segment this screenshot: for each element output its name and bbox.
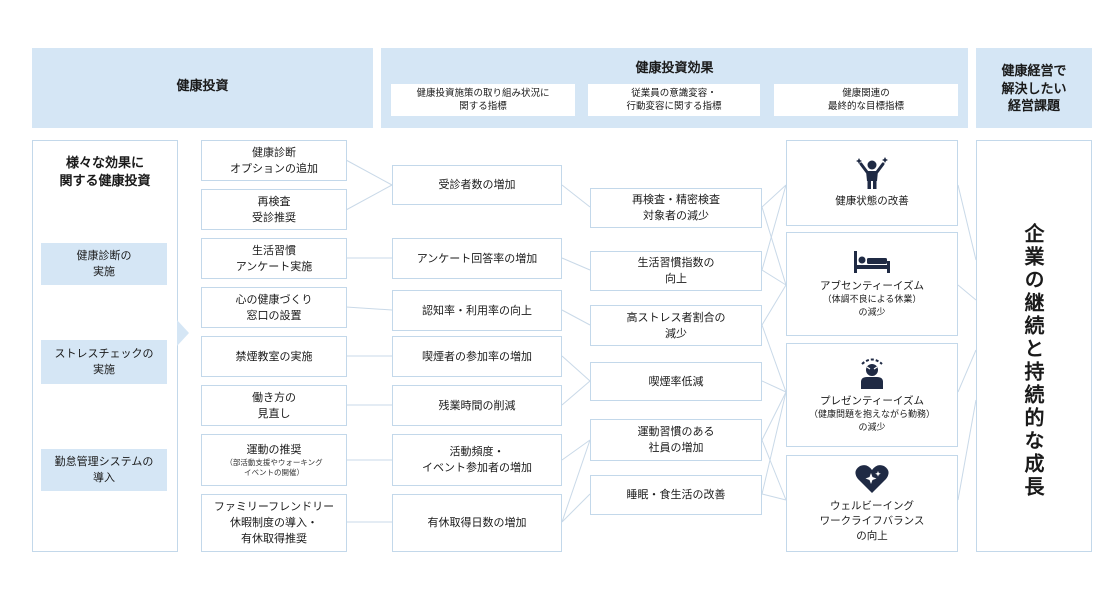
outcome-wellbeing: ウェルビーイング ワークライフバランス の向上 [786,455,958,552]
indicator-awareness-usage: 認知率・利用率の向上 [392,290,562,331]
indicator-activity-frequency: 活動頻度・ イベント参加者の増加 [392,434,562,486]
investment-panel: 様々な効果に 関する健康投資 健康診断の 実施 ストレスチェックの 実施 勤怠管… [32,140,178,552]
outcome-presenteeism: プレゼンティーイズム （健康問題を抱えながら勤務） の減少 [786,343,958,447]
initiative-exercise-label: 運動の推奨 [246,443,302,457]
subheader-final-goal-indicators: 健康関連の 最終的な目標指標 [774,84,958,116]
investment-panel-title: 様々な効果に 関する健康投資 [59,156,151,190]
indicator-checkup-count: 受診者数の増加 [392,165,562,205]
subheader-initiative-indicators: 健康投資施策の取り組み状況に 関する指標 [391,84,575,116]
indicator-overtime-reduction: 残業時間の削減 [392,385,562,426]
behavior-exercise-habit: 運動習慣のある 社員の増加 [590,419,762,461]
outcome-wellbeing-label: ウェルビーイング ワークライフバランス の向上 [819,499,925,543]
initiative-recheck-recommend: 再検査 受診推奨 [201,189,347,230]
outcome-absenteeism-note: （体調不良による休業） の減少 [822,295,922,318]
initiative-checkup-options: 健康診断 オプションの追加 [201,140,347,181]
indicator-paid-leave-days: 有休取得日数の増加 [392,494,562,552]
heart-sparkle-icon [855,464,889,493]
header-management-issue-title: 健康経営で 解決したい 経営課題 [1001,64,1067,115]
initiative-family-friendly-leave: ファミリーフレンドリー 休暇制度の導入・ 有休取得推奨 [201,494,347,552]
initiative-smoking-class: 禁煙教室の実施 [201,336,347,377]
header-health-investment: 健康投資 [32,48,373,128]
outcome-presenteeism-label: プレゼンティーイズム [819,394,925,407]
behavior-recheck-targets: 再検査・精密検査 対象者の減少 [590,188,762,228]
initiative-exercise-note: （部活動支援やウォーキング イベントの開催） [225,458,323,477]
initiative-mental-health-desk: 心の健康づくり 窓口の設置 [201,287,347,328]
indicator-smoker-participation: 喫煙者の参加率の増加 [392,336,562,377]
arrow-right-icon [177,320,189,346]
category-attendance-system: 勤怠管理システムの 導入 [41,449,167,491]
outcome-absenteeism: アブセンティーイズム （体調不良による休業） の減少 [786,232,958,336]
behavior-sleep-diet: 睡眠・食生活の改善 [590,475,762,515]
header-management-issue: 健康経営で 解決したい 経営課題 [976,48,1092,128]
category-health-checkup: 健康診断の 実施 [41,243,167,285]
outcome-health-improvement: 健康状態の改善 [786,140,958,226]
indicator-survey-response: アンケート回答率の増加 [392,238,562,279]
behavior-smoking-rate: 喫煙率低減 [590,362,762,401]
outcome-absenteeism-label: アブセンティーイズム [819,279,925,292]
header-investment-effect: 健康投資効果 健康投資施策の取り組み状況に 関する指標 従業員の意識変容・ 行動… [381,48,968,128]
behavior-lifestyle-index: 生活習慣指数の 向上 [590,251,762,291]
bed-icon [854,250,890,273]
person-cheer-icon [856,157,888,190]
category-stress-check: ストレスチェックの 実施 [41,340,167,384]
initiative-lifestyle-survey: 生活習慣 アンケート実施 [201,238,347,279]
subheader-behavior-indicators: 従業員の意識変容・ 行動変容に関する指標 [588,84,760,116]
outcome-health-label: 健康状態の改善 [835,195,909,208]
header-investment-effect-title: 健康投資効果 [635,61,714,76]
stressed-person-icon [861,358,883,389]
header-health-investment-title: 健康投資 [176,79,229,94]
behavior-high-stress-ratio: 高ストレス者割合の 減少 [590,305,762,346]
initiative-work-style-review: 働き方の 見直し [201,385,347,426]
goal-text: 企業の継続と持続的な成長 [1021,223,1045,499]
initiative-exercise-promotion: 運動の推奨 （部活動支援やウォーキング イベントの開催） [201,434,347,486]
goal-panel: 企業の継続と持続的な成長 [976,140,1092,552]
outcome-presenteeism-note: （健康問題を抱えながら勤務） の減少 [808,410,935,433]
